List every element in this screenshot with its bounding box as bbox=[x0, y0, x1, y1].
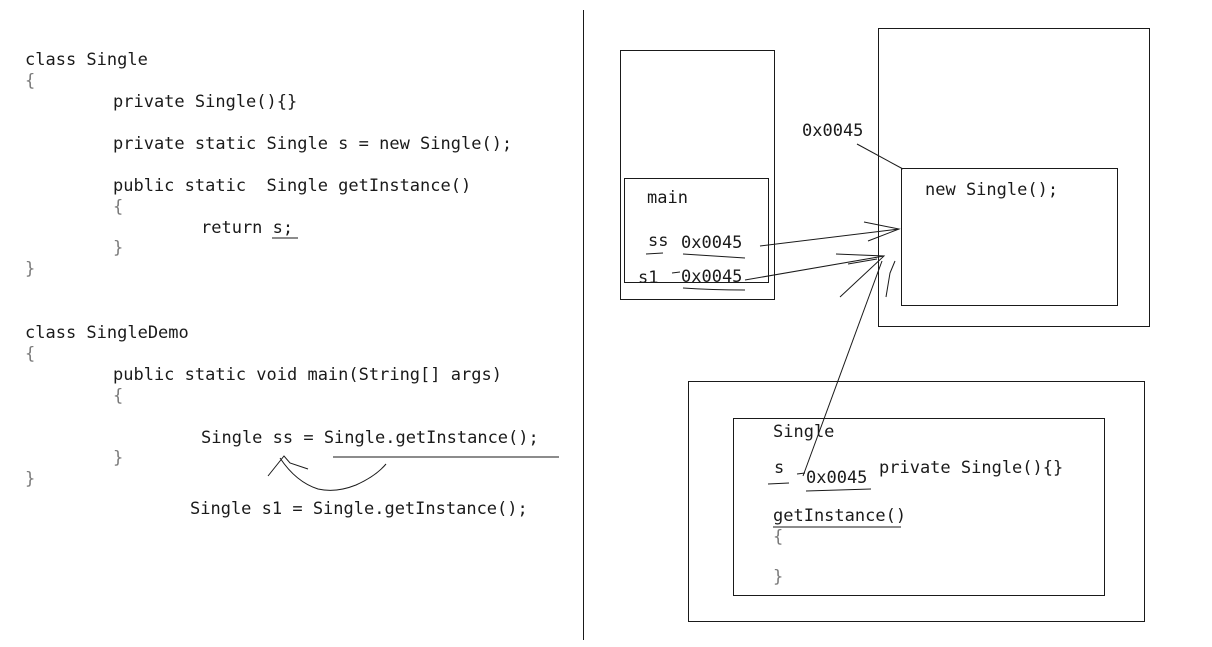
stack-var-ss-name: ss bbox=[648, 231, 669, 251]
underline-static-s-name bbox=[767, 482, 790, 485]
class-single-header: class Single bbox=[25, 50, 148, 70]
underline-ss-name bbox=[645, 252, 664, 255]
stack-var-ss-value: 0x0045 bbox=[681, 233, 743, 253]
heap-object-label: new Single(); bbox=[925, 180, 1059, 200]
arrow-s1-to-object bbox=[744, 255, 885, 281]
get-instance-close-brace: } bbox=[113, 238, 124, 258]
underline-ss-value bbox=[682, 253, 746, 259]
single-s1-statement: Single s1 = Single.getInstance(); bbox=[190, 499, 528, 519]
handdrawn-caret bbox=[267, 455, 309, 477]
underline-s1-value bbox=[682, 287, 746, 291]
method-area-static-var-value: 0x0045 bbox=[806, 468, 868, 488]
single-class-box bbox=[733, 418, 1105, 596]
method-area-close-brace: } bbox=[773, 567, 784, 587]
return-statement: return s; bbox=[201, 218, 294, 238]
heap-area-box bbox=[878, 28, 1150, 327]
class-single-open-brace: { bbox=[25, 71, 36, 91]
main-frame-box bbox=[624, 178, 769, 283]
heap-object-address: 0x0045 bbox=[802, 121, 864, 141]
main-close-brace: } bbox=[113, 448, 124, 468]
class-singledemo-close-brace: } bbox=[25, 469, 36, 489]
arrow-static-s-to-object bbox=[802, 260, 883, 477]
arrow-s1-head bbox=[835, 253, 886, 298]
get-instance-signature: public static Single getInstance() bbox=[113, 176, 472, 196]
underline-static-s-value bbox=[805, 488, 872, 492]
arrow-static-s-head bbox=[885, 260, 896, 298]
arrow-s1-stroke-2 bbox=[847, 258, 878, 265]
arrow-ss-head bbox=[863, 221, 901, 242]
method-area-class-label: Single bbox=[773, 422, 835, 442]
class-single-close-brace: } bbox=[25, 259, 36, 279]
main-open-brace: { bbox=[113, 386, 124, 406]
class-singledemo-open-brace: { bbox=[25, 344, 36, 364]
heap-object-box bbox=[901, 168, 1118, 306]
arrow-ss-to-object bbox=[759, 228, 900, 247]
stack-var-s1-value: 0x0045 bbox=[681, 267, 743, 287]
method-area-static-var-name: s bbox=[774, 458, 785, 478]
single-ss-statement: Single ss = Single.getInstance(); bbox=[201, 428, 539, 448]
handdrawn-curve bbox=[279, 457, 387, 491]
private-constructor-line: private Single(){} bbox=[113, 92, 298, 112]
main-method-signature: public static void main(String[] args) bbox=[113, 365, 502, 385]
stack-area-box bbox=[620, 50, 775, 300]
stack-frame-main-label: main bbox=[647, 188, 688, 208]
class-singledemo-header: class SingleDemo bbox=[25, 323, 189, 343]
get-instance-open-brace: { bbox=[113, 197, 124, 217]
method-area-open-brace: { bbox=[773, 527, 784, 547]
method-area-get-instance: getInstance() bbox=[773, 506, 907, 526]
method-area-constructor: private Single(){} bbox=[879, 458, 1064, 478]
method-area-box bbox=[688, 381, 1145, 622]
address-leader-line bbox=[856, 143, 904, 170]
mark-static-s-equals bbox=[796, 472, 806, 475]
mark-s1-equals bbox=[671, 271, 681, 274]
static-field-line: private static Single s = new Single(); bbox=[113, 134, 513, 154]
